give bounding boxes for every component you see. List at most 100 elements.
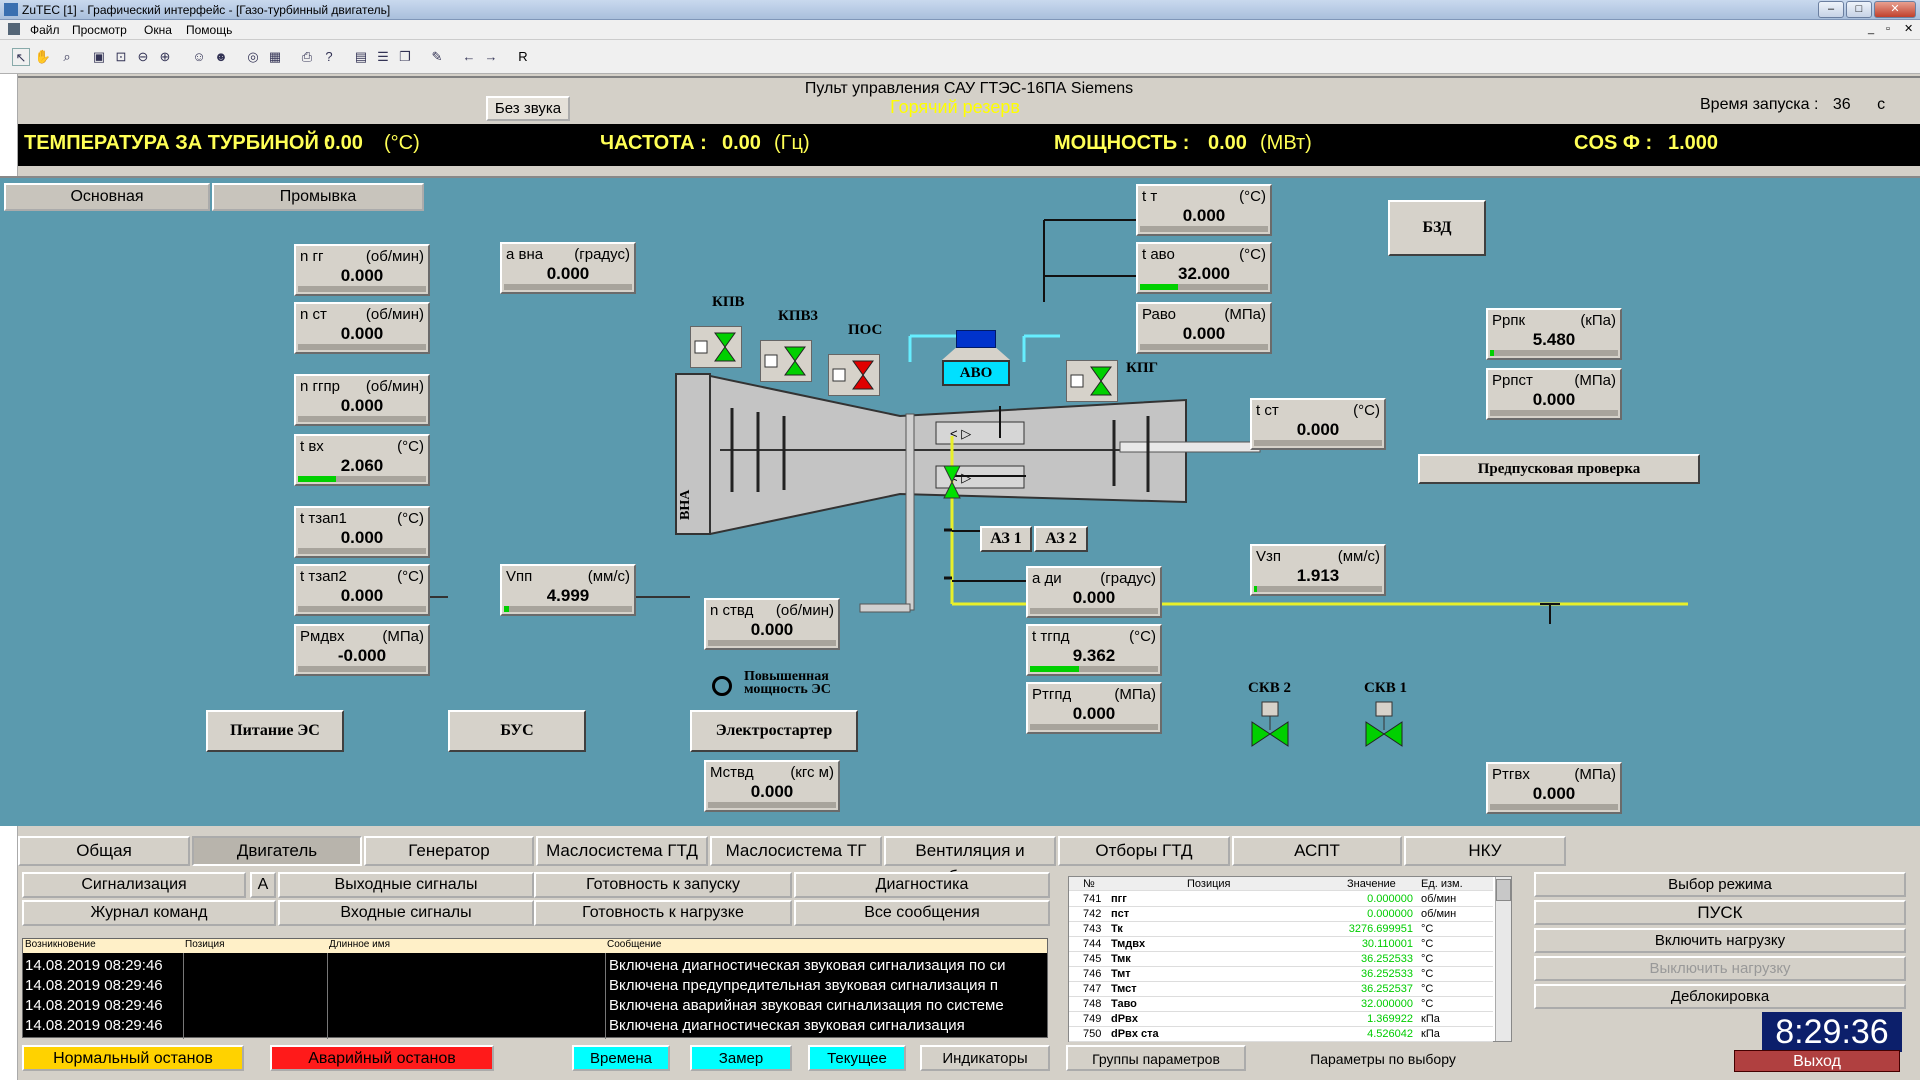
valve-pos[interactable] bbox=[828, 354, 880, 396]
tab-3[interactable]: Маслосистема ГТД bbox=[536, 836, 708, 866]
valve-kpg[interactable] bbox=[1066, 360, 1118, 402]
valve-skv2[interactable] bbox=[1250, 700, 1290, 752]
ready-start-button[interactable]: Готовность к запуску bbox=[534, 872, 792, 898]
r-button[interactable]: R bbox=[518, 49, 528, 64]
zoom-fit-icon[interactable]: ⊡ bbox=[115, 49, 127, 64]
a-button[interactable]: А bbox=[250, 872, 276, 898]
tab-6[interactable]: Отборы ГТД bbox=[1058, 836, 1230, 866]
normal-stop-button[interactable]: Нормальный останов bbox=[22, 1045, 244, 1071]
pointer-icon[interactable]: ↖ bbox=[12, 48, 30, 66]
no-sound-button[interactable]: Без звука bbox=[486, 96, 570, 121]
gauge-tzap2[interactable]: t тзап2(°C)0.000 bbox=[294, 564, 430, 616]
tab-0[interactable]: Общая bbox=[18, 836, 190, 866]
diagnostics-button[interactable]: Диагностика bbox=[794, 872, 1050, 898]
help-icon[interactable]: ? bbox=[325, 49, 333, 64]
gauge-adi[interactable]: а ди(градус)0.000 bbox=[1026, 566, 1162, 618]
user-remove-icon[interactable]: ☻ bbox=[214, 49, 228, 64]
unblock-button[interactable]: Деблокировка bbox=[1534, 984, 1906, 1009]
magnifier-icon[interactable]: ⌕ bbox=[63, 49, 71, 64]
mode-select-button[interactable]: Выбор режима bbox=[1534, 872, 1906, 897]
menu-file[interactable]: Файл bbox=[30, 23, 60, 37]
exit-button[interactable]: Выход bbox=[1734, 1050, 1900, 1072]
gauge-avna[interactable]: а вна(градус)0.000 bbox=[500, 242, 636, 294]
avo-unit[interactable]: АВО bbox=[942, 360, 1010, 386]
close-button[interactable]: ✕ bbox=[1874, 1, 1916, 18]
gauge-tt[interactable]: t т(°C)0.000 bbox=[1136, 184, 1272, 236]
precheck-button[interactable]: Предпусковая проверка bbox=[1418, 454, 1700, 484]
start-button[interactable]: ПУСК bbox=[1534, 900, 1906, 925]
current-button[interactable]: Текущее bbox=[808, 1045, 906, 1071]
indicators-button[interactable]: Индикаторы bbox=[920, 1045, 1050, 1071]
mdi-restore-icon[interactable]: ▫ bbox=[1886, 23, 1890, 35]
electrostarter-block[interactable]: Электростартер bbox=[690, 710, 858, 752]
back-arrow-icon[interactable]: ← bbox=[462, 49, 476, 64]
gauge-pavo[interactable]: Раво(МПа)0.000 bbox=[1136, 302, 1272, 354]
gauge-ttgp[interactable]: t тгпд(°C)9.362 bbox=[1026, 624, 1162, 676]
zoom-out-icon[interactable]: ⊖ bbox=[137, 49, 149, 64]
users-icon[interactable]: ☺ bbox=[192, 49, 206, 64]
tab-4[interactable]: Маслосистема ТГ bbox=[710, 836, 882, 866]
hand-icon[interactable]: ✋ bbox=[34, 49, 52, 64]
tab-2[interactable]: Генератор bbox=[364, 836, 534, 866]
minimize-button[interactable]: – bbox=[1818, 1, 1844, 18]
mdi-close-icon[interactable]: ✕ bbox=[1904, 23, 1914, 35]
zoom-in-icon[interactable]: ⊕ bbox=[159, 49, 171, 64]
gauge-ngg[interactable]: n гг(об/мин)0.000 bbox=[294, 244, 430, 296]
valve-kpv3[interactable] bbox=[760, 340, 812, 382]
output-signals-button[interactable]: Выходные сигналы bbox=[278, 872, 534, 898]
gauge-tavo[interactable]: t аво(°C)32.000 bbox=[1136, 242, 1272, 294]
menu-windows[interactable]: Окна bbox=[144, 23, 172, 37]
tab-5[interactable]: Вентиляция и обогрев bbox=[884, 836, 1056, 886]
emergency-stop-button[interactable]: Аварийный останов bbox=[270, 1045, 494, 1071]
gauge-ptgp[interactable]: Ртгпд(МПа)0.000 bbox=[1026, 682, 1162, 734]
gauge-tvx[interactable]: t вх(°C)2.060 bbox=[294, 434, 430, 486]
valve-skv1[interactable] bbox=[1364, 700, 1404, 752]
measure-button[interactable]: Замер bbox=[690, 1045, 792, 1071]
gauge-nst[interactable]: n ст(об/мин)0.000 bbox=[294, 302, 430, 354]
gauge-tst[interactable]: t ст(°C)0.000 bbox=[1250, 398, 1386, 450]
gauge-vzp[interactable]: Vзп(мм/с)1.913 bbox=[1250, 544, 1386, 596]
load-off-button[interactable]: Выключить нагрузку bbox=[1534, 956, 1906, 981]
forward-arrow-icon[interactable]: → bbox=[484, 49, 498, 64]
table-icon[interactable]: ▦ bbox=[268, 49, 282, 64]
bus-block[interactable]: БУС bbox=[448, 710, 586, 752]
gauge-ptgvx[interactable]: Ртгвх(МПа)0.000 bbox=[1486, 762, 1622, 814]
tab-7[interactable]: АСПТ bbox=[1232, 836, 1402, 866]
az1-button[interactable]: АЗ 1 bbox=[980, 526, 1032, 552]
menu-help[interactable]: Помощь bbox=[186, 23, 233, 37]
print-icon[interactable]: ⎙ bbox=[301, 49, 313, 64]
power-es-block[interactable]: Питание ЭС bbox=[206, 710, 344, 752]
param-groups-button[interactable]: Группы параметров bbox=[1066, 1045, 1246, 1071]
ready-load-button[interactable]: Готовность к нагрузке bbox=[534, 900, 792, 926]
gauge-nggpr[interactable]: n ггпр(об/мин)0.000 bbox=[294, 374, 430, 426]
params-by-choice-button[interactable]: Параметры по выбору bbox=[1254, 1045, 1512, 1071]
command-journal-button[interactable]: Журнал команд bbox=[22, 900, 276, 926]
tab-8[interactable]: НКУ bbox=[1404, 836, 1566, 866]
mdi-minimize-icon[interactable]: _ bbox=[1868, 23, 1875, 35]
gauge-nstvd[interactable]: n ствд(об/мин)0.000 bbox=[704, 598, 840, 650]
params-scrollbar[interactable] bbox=[1495, 877, 1511, 1041]
edit-window-icon[interactable]: ✎ bbox=[431, 49, 443, 64]
gauge-prpk[interactable]: Ррпк(кПа)5.480 bbox=[1486, 308, 1622, 360]
windows-icon[interactable]: ❐ bbox=[399, 49, 411, 64]
valve-kpv[interactable] bbox=[690, 326, 742, 368]
tab-1[interactable]: Двигатель bbox=[192, 836, 362, 866]
zoom-actual-icon[interactable]: ▣ bbox=[92, 49, 106, 64]
binoculars-icon[interactable]: ◎ bbox=[247, 49, 259, 64]
load-on-button[interactable]: Включить нагрузку bbox=[1534, 928, 1906, 953]
gauge-vpp[interactable]: Vпп(мм/с)4.999 bbox=[500, 564, 636, 616]
maximize-button[interactable]: □ bbox=[1846, 1, 1872, 18]
